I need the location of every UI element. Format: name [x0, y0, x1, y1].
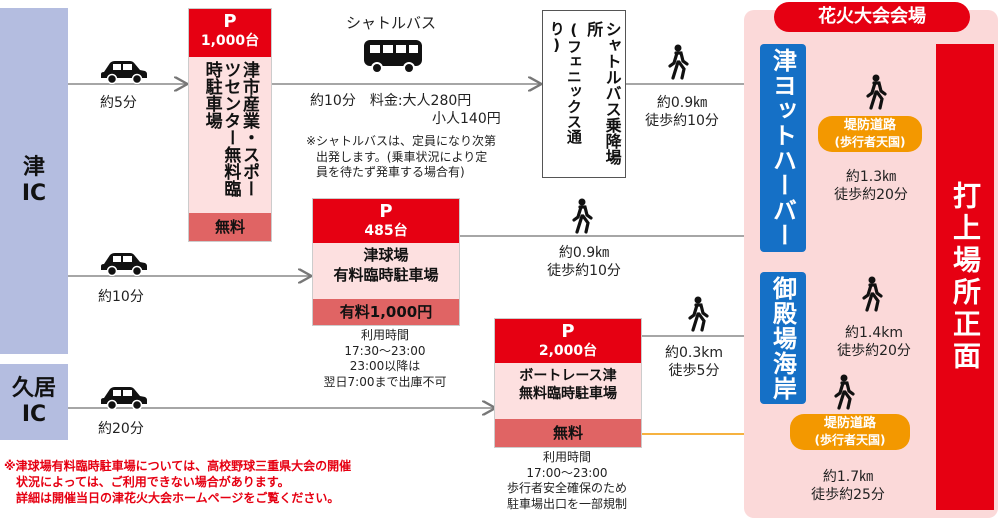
pedestrian-zone-label: (歩行者天国)	[834, 134, 906, 149]
walk-distance: 約0.9㎞	[656, 95, 708, 111]
levee-road-label: 堤防道路	[843, 118, 896, 133]
parking-capacity: 485台	[364, 222, 408, 239]
parking-name: ボートレース津 無料臨時駐車場	[495, 367, 641, 403]
footnote-line: ※津球場有料臨時駐車場については、高校野球三重県大会の開催	[4, 459, 352, 473]
hours-line: 利用時間	[542, 450, 591, 464]
parking-p-label: P	[223, 11, 237, 32]
hours-line: 駐車場出口を一部規制	[506, 496, 627, 511]
note-line: 員を待たず発車する場合有)	[316, 165, 465, 180]
gotenba-beach-box: 御殿場海岸	[760, 272, 806, 404]
walk-stop-harbor: 約0.9㎞ 徒歩約10分	[642, 94, 722, 130]
car-icon	[100, 58, 148, 88]
drive-time-sports: 約5分	[100, 95, 137, 111]
shuttle-bus-label: シャトルバス	[346, 14, 437, 32]
parking-capacity: 2,000台	[538, 342, 598, 359]
parking-name-line1: 津球場	[363, 246, 409, 264]
walk-distance: 約0.3km	[664, 345, 723, 361]
note-line: 出発します。(乗車状況により定	[316, 149, 488, 164]
parking-name-line1: ボートレース津	[519, 368, 617, 384]
walk-distance: 約1.3㎞	[845, 169, 897, 185]
walk-time: 徒歩5分	[668, 363, 720, 380]
parking-fee: 無料	[189, 213, 271, 241]
hours-line: 23:00以降は	[349, 359, 421, 374]
pedestrian-zone-label: (歩行者天国)	[814, 432, 886, 447]
walk-distance: 約1.4km	[844, 325, 903, 341]
bus-icon	[362, 38, 426, 80]
parking-name: 津球場 有料臨時駐車場	[313, 246, 459, 285]
walk-time: 徒歩約10分	[547, 263, 621, 280]
sports-center-parking: P 1,000台 津市産業・スポーツセンター無料臨時駐車場 無料	[188, 8, 272, 242]
walk-time: 徒歩約20分	[834, 187, 908, 204]
note-line: ※シャトルバスは、定員になり次第	[306, 134, 497, 148]
parking-p-label: P	[561, 321, 575, 342]
parking-name-line2: 無料臨時駐車場	[519, 386, 617, 403]
hours-line: 翌日7:00まで出庫不可	[323, 374, 447, 389]
parking-name: 津市産業・スポーツセンター無料臨時駐車場	[201, 61, 260, 197]
hisai-ic: 久居 IC	[0, 364, 68, 440]
drive-time-boat: 約20分	[98, 421, 144, 437]
walk-time: 徒歩約25分	[811, 487, 885, 504]
footnote: ※津球場有料臨時駐車場については、高校野球三重県大会の開催 状況によっては、ご利…	[4, 458, 488, 507]
walk-boat-beach: 約0.3km 徒歩5分	[654, 344, 734, 380]
car-icon	[100, 384, 148, 414]
parking-header: P 1,000台	[189, 9, 271, 57]
shuttle-stop-street: (フェニックス通り)	[547, 21, 583, 144]
parking-fee: 有料1,000円	[313, 299, 459, 325]
shuttle-note: ※シャトルバスは、定員になり次第 出発します。(乗車状況により定 員を待たず発車…	[306, 134, 496, 181]
launch-site-box: 打上場所正面	[936, 44, 994, 510]
yacht-harbor-box: 津ヨットハーバー	[760, 44, 806, 252]
walk-stadium-harbor: 約0.9㎞ 徒歩約10分	[544, 244, 624, 280]
footnote-line: 状況によっては、ご利用できない場合があります。	[4, 475, 290, 490]
walk-time: 徒歩約10分	[645, 113, 719, 130]
walk-harbor-launch: 約1.3㎞ 徒歩約20分	[826, 168, 916, 204]
tsu-ic-label: 津 IC	[21, 154, 47, 206]
parking-name-line2: 有料臨時駐車場	[333, 265, 439, 284]
pedestrian-icon	[862, 74, 888, 114]
pedestrian-icon	[568, 198, 594, 238]
walk-beach-launch: 約1.4km 徒歩約20分	[826, 324, 922, 360]
shuttle-stop-box: シャトルバス乗降場所 (フェニックス通り)	[542, 10, 626, 178]
parking-capacity: 1,000台	[200, 32, 260, 49]
hours-line: 歩行者安全確保のため	[506, 481, 627, 496]
stadium-hours: 利用時間 17:30〜23:00 23:00以降は 翌日7:00まで出庫不可	[312, 328, 458, 390]
pedestrian-icon	[684, 296, 710, 336]
hours-line: 17:00〜23:00	[526, 465, 608, 480]
pedestrian-icon	[830, 374, 856, 414]
pedestrian-icon	[664, 44, 690, 84]
levee-road-label: 堤防道路	[823, 416, 876, 431]
hisai-ic-label: 久居 IC	[11, 375, 56, 427]
walk-distance: 約1.7㎞	[822, 469, 874, 485]
hours-line: 17:30〜23:00	[344, 343, 426, 358]
walk-distance: 約0.9㎞	[558, 245, 610, 261]
levee-road-tag-2: 堤防道路 (歩行者天国)	[790, 414, 910, 451]
parking-header: P 2,000台	[495, 319, 641, 363]
parking-fee: 無料	[495, 419, 641, 447]
car-icon	[100, 250, 148, 280]
walk-time: 徒歩約20分	[837, 343, 911, 360]
levee-road-tag-1: 堤防道路 (歩行者天国)	[818, 116, 922, 153]
venue-title: 花火大会会場	[774, 2, 970, 32]
walk-levee-launch: 約1.7㎞ 徒歩約25分	[800, 468, 896, 504]
shuttle-stop-name: シャトルバス乗降場所	[584, 21, 622, 165]
footnote-line: 詳細は開催当日の津花火大会ホームページをご覧ください。	[4, 491, 340, 506]
tsu-ic: 津 IC	[0, 8, 68, 354]
shuttle-time-fare: 約10分 料金:大人280円	[310, 93, 472, 109]
shuttle-child-fare: 小人140円	[432, 111, 501, 127]
boat-race-hours: 利用時間 17:00〜23:00 歩行者安全確保のため 駐車場出口を一部規制	[494, 450, 640, 512]
hours-line: 利用時間	[360, 328, 409, 342]
boat-race-parking: P 2,000台 ボートレース津 無料臨時駐車場 無料	[494, 318, 642, 448]
parking-header: P 485台	[313, 199, 459, 243]
parking-p-label: P	[379, 201, 393, 222]
pedestrian-icon	[858, 276, 884, 316]
drive-time-stadium: 約10分	[98, 289, 144, 305]
stadium-parking: P 485台 津球場 有料臨時駐車場 有料1,000円	[312, 198, 460, 326]
